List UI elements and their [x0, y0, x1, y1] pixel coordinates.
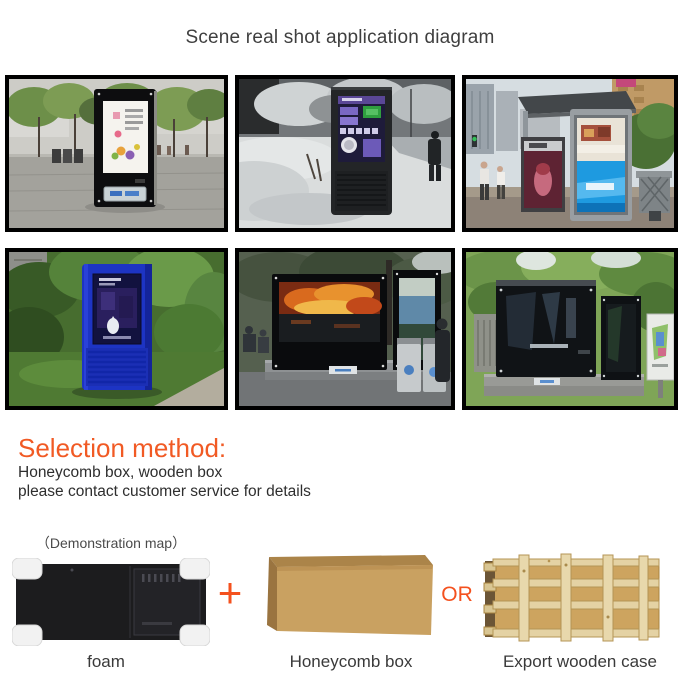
bus-shelter-display-photo	[462, 75, 678, 232]
foam-packaging-figure	[12, 558, 210, 646]
honeycomb-box-illustration	[267, 555, 433, 635]
export-wooden-case-label: Export wooden case	[502, 652, 658, 671]
foam-label: foam	[87, 652, 125, 671]
snow-street-kiosk-photo	[235, 75, 455, 232]
honeycomb-box-figure	[253, 551, 438, 641]
plaza-black-kiosk-photo	[5, 75, 228, 232]
garden-scene-art	[9, 252, 224, 406]
plaza-scene-art	[9, 79, 224, 228]
dusk-dual-displays-photo	[235, 248, 455, 410]
daylight-dual-displays-photo	[462, 248, 678, 410]
dusk-scene-art	[239, 252, 451, 406]
selection-method-heading: Selection method:	[18, 433, 227, 463]
street-scene-art	[466, 79, 674, 228]
snow-scene-art	[239, 79, 451, 228]
selection-line-2: please contact customer service for deta…	[18, 483, 311, 500]
honeycomb-box-label: Honeycomb box	[289, 652, 413, 671]
page-title: Scene real shot application diagram	[185, 27, 495, 48]
foam-illustration	[12, 558, 210, 646]
daylight-scene-art	[466, 252, 674, 406]
wooden-case-illustration	[483, 553, 660, 642]
or-separator: OR	[441, 583, 473, 606]
wooden-case-figure	[479, 551, 666, 643]
plus-separator: +	[217, 569, 243, 616]
selection-line-1: Honeycomb box, wooden box	[18, 464, 223, 481]
demonstration-map-caption: （Demonstration map）	[35, 535, 187, 551]
garden-blue-kiosk-photo	[5, 248, 228, 410]
